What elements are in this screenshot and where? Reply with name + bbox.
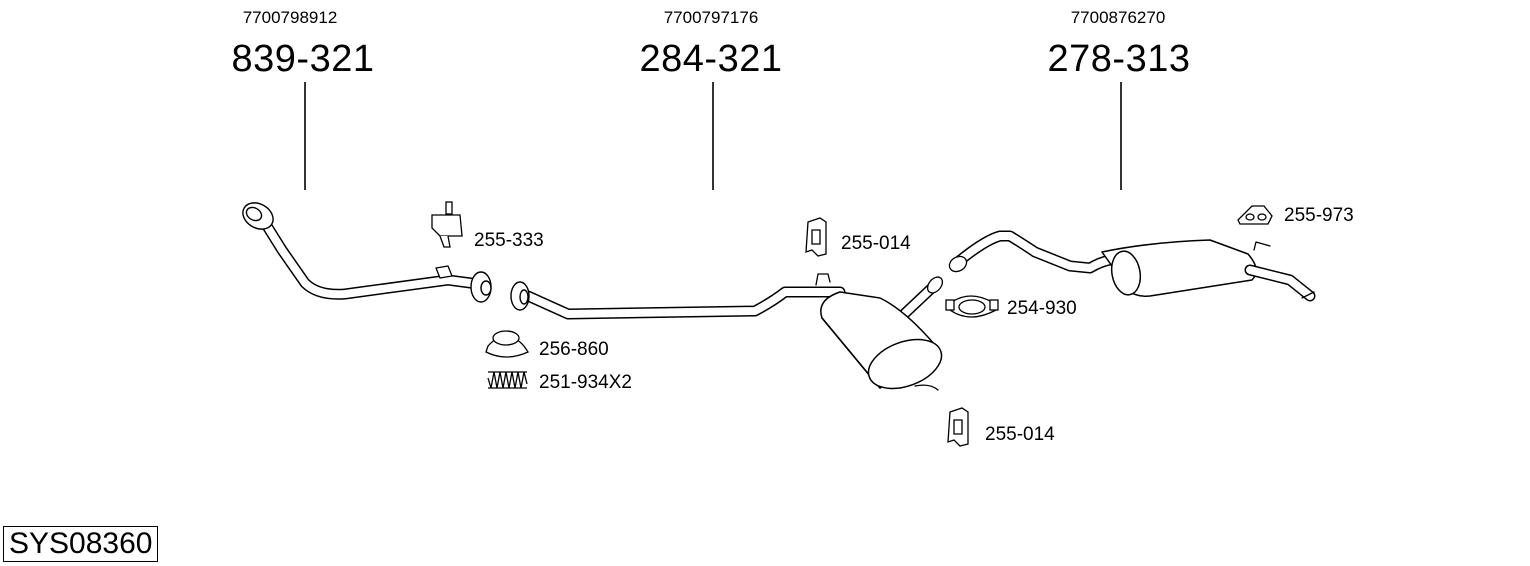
clamp-icon (945, 295, 999, 318)
middle-section-drawing (510, 273, 944, 391)
leader-lines (304, 82, 1122, 190)
oem-number-rear-silencer: 7700876270 (1070, 8, 1166, 27)
hanger-icon (805, 217, 827, 257)
front-pipe-drawing (242, 202, 492, 303)
part-number-middle-section: 284-321 (639, 38, 783, 80)
accessory-label-hanger-lower: 255-014 (985, 424, 1055, 445)
oem-number-middle-section: 7700797176 (663, 8, 759, 27)
accessory-label-gasket: 256-860 (539, 339, 609, 360)
accessory-label-springs: 251-934X2 (539, 372, 632, 393)
gasket-icon (485, 330, 529, 358)
spring-icon (487, 371, 528, 389)
accessory-label-rubber-mount: 255-333 (474, 230, 544, 251)
oem-number-front-pipe: 7700798912 (242, 8, 338, 27)
hanger-icon (947, 407, 969, 447)
rubber-ring-icon (1237, 205, 1273, 225)
rubber-mount-icon (431, 201, 463, 248)
system-code-box: SYS08360 (3, 526, 159, 562)
accessory-label-hanger-upper: 255-014 (841, 233, 911, 254)
accessory-label-rubber-ring: 255-973 (1284, 205, 1354, 226)
part-number-rear-silencer: 278-313 (1047, 38, 1191, 80)
part-number-front-pipe: 839-321 (231, 38, 375, 80)
accessory-label-clamp: 254-930 (1007, 298, 1077, 319)
rear-silencer-drawing (948, 230, 1316, 302)
